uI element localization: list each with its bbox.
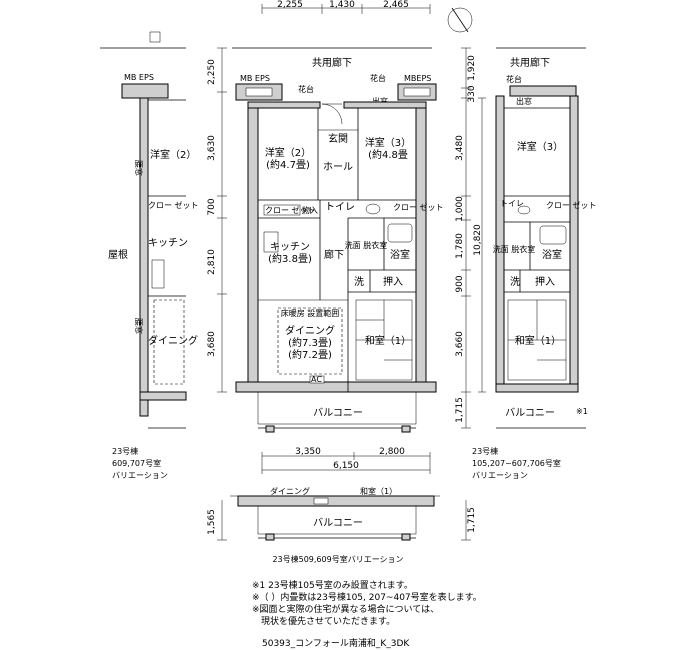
- main-dining-size1: (約7.3畳): [288, 336, 332, 349]
- north-arrow-icon: [447, 7, 473, 33]
- right-dim-3: 3,480: [455, 135, 465, 161]
- right-dim-5: 1,780: [455, 233, 465, 259]
- footnote-4: 現状を優先させていただきます。: [252, 617, 396, 627]
- top-dim-1: 2,255: [277, 0, 303, 10]
- footnote-2: ※（ ）内畳数は23号棟105, 207~407号室を表します。: [252, 593, 482, 603]
- main-washroom: 洗面 脱衣室: [345, 240, 388, 250]
- right-flower: 花台: [506, 74, 522, 84]
- right-caption1: 23号棟: [472, 446, 498, 456]
- right-dim-7: 3,660: [455, 331, 465, 357]
- left-variation-plan: MB EPS 洋室（2） 腰窓 クロー ゼット 屋根 キッチン 腰窓 ダイニング…: [100, 31, 199, 480]
- right-room: 洋室（3）: [517, 140, 563, 153]
- left-kitchen: キッチン: [148, 237, 188, 249]
- main-balcony: バルコニー: [313, 407, 363, 419]
- right-dim-4: 1,000: [455, 196, 465, 222]
- main-hall: ホール: [323, 161, 353, 173]
- right-closet: クロー ゼット: [546, 200, 597, 210]
- main-kitchen-size: (約3.8畳): [268, 252, 312, 265]
- right-wash: 洗: [510, 276, 520, 288]
- main-room3-size: (約4.8畳: [368, 148, 408, 161]
- left-kaishitsu-2: 腰窓: [134, 318, 144, 334]
- bottom-left-dim: 1,565: [207, 509, 217, 535]
- bottom-caption: 23号棟509,609号室バリエーション: [272, 554, 403, 564]
- left-mbeps: MB EPS: [124, 73, 154, 82]
- left-caption1: 23号棟: [112, 446, 138, 456]
- main-storage: 物入: [302, 205, 318, 215]
- top-dimension-line: 2,255 1,430 2,465: [261, 0, 431, 14]
- footer-code: 50393_コンフォール南浦和_K_3DK: [262, 639, 410, 649]
- main-hallway: 廊下: [324, 248, 344, 261]
- left-roof: 屋根: [108, 248, 128, 261]
- main-mbeps-left: MB EPS: [240, 74, 270, 83]
- right-caption2: 105,207~607,706号室: [472, 458, 561, 468]
- right-washroom: 洗面 脱衣室: [493, 244, 536, 254]
- bottom-variation-plan: ダイニング 和室（1） バルコニー 23号棟509,609号室バリエーション 1…: [207, 486, 477, 564]
- right-dim-8: 1,715: [455, 397, 465, 423]
- main-mbeps-right: MBEPS: [404, 74, 431, 83]
- main-dining: ダイニング: [285, 324, 335, 337]
- right-dimension-line: 1,920 330 3,480 1,000 1,780 900 3,660 1,…: [455, 47, 486, 429]
- bottom-dim-1: 3,350: [295, 447, 321, 457]
- right-dim-1: 1,920: [467, 55, 477, 81]
- main-ac: AC: [311, 375, 322, 384]
- main-floor-plan: 共用廊下 MB EPS MBEPS 花台 花台 出窓: [232, 47, 444, 433]
- left-dimension-line: 2,250 3,630 700 2,810 3,680: [207, 47, 227, 393]
- right-total-dim: 10,820: [473, 224, 483, 256]
- main-floor-heat: 床暖房 設置範囲: [281, 308, 340, 318]
- main-closet2: クロー ゼット: [393, 202, 444, 212]
- main-toilet: トイレ: [325, 202, 355, 213]
- main-entrance: 玄関: [328, 132, 348, 145]
- right-corridor: 共用廊下: [510, 56, 550, 69]
- left-dim-5: 3,680: [207, 331, 217, 357]
- main-kitchen: キッチン: [270, 241, 310, 253]
- right-variation-plan: 共用廊下 花台 出窓 洋室（3） トイレ クロー ゼット 洗面 脱衣室 浴室 洗…: [472, 47, 597, 480]
- left-dim-1: 2,250: [207, 59, 217, 85]
- right-washitsu: 和室（1）: [515, 334, 561, 347]
- main-wash: 洗: [354, 276, 364, 288]
- top-dim-3: 2,465: [383, 0, 409, 10]
- right-oshiire: 押入: [535, 275, 555, 288]
- main-room2-size: (約4.7畳): [266, 158, 310, 171]
- main-room3: 洋室（3）: [365, 136, 411, 149]
- left-kaishitsu-1: 腰窓: [134, 160, 144, 176]
- left-closet: クロー ゼット: [148, 200, 199, 210]
- right-window: 出窓: [516, 96, 532, 106]
- main-flower-left: 花台: [298, 84, 314, 94]
- right-balcony: バルコニー: [505, 407, 555, 419]
- right-note-mark: ※1: [576, 407, 588, 416]
- bottom-right-dim: 1,715: [467, 507, 477, 533]
- right-toilet: トイレ: [500, 199, 524, 208]
- main-dining-size2: (約7.2畳): [288, 348, 332, 361]
- left-dim-3: 700: [207, 198, 217, 215]
- main-washitsu: 和室（1）: [365, 334, 411, 347]
- main-flower-right: 花台: [370, 73, 386, 83]
- left-dining: ダイニング: [148, 334, 198, 347]
- left-caption3: バリエーション: [112, 471, 168, 480]
- right-caption3: バリエーション: [472, 471, 528, 480]
- bottom-total-dim: 6,150: [333, 461, 359, 471]
- bottom-dining: ダイニング: [270, 486, 310, 496]
- right-dim-2: 330: [467, 85, 477, 102]
- left-room: 洋室（2）: [150, 148, 196, 161]
- main-oshiire: 押入: [383, 275, 403, 288]
- left-caption2: 609,707号室: [112, 458, 161, 468]
- right-dim-6: 900: [455, 275, 465, 292]
- main-window: 出窓: [372, 96, 388, 106]
- main-closet: クロー ゼット: [265, 205, 316, 215]
- bottom-dimension-line: 3,350 2,800 6,150: [261, 447, 431, 474]
- footnote-3: ※図面と実際の住宅が異なる場合については、: [252, 605, 440, 615]
- footnote-1: ※1 23号棟105号室のみ設置されます。: [252, 581, 413, 591]
- left-dim-4: 2,810: [207, 249, 217, 275]
- left-dim-2: 3,630: [207, 135, 217, 161]
- bottom-balcony: バルコニー: [313, 517, 363, 529]
- bottom-dim-2: 2,800: [379, 447, 405, 457]
- main-bath: 浴室: [390, 248, 410, 261]
- top-dim-2: 1,430: [329, 0, 355, 10]
- main-room2: 洋室（2）: [265, 146, 311, 159]
- bottom-washitsu: 和室（1）: [360, 486, 397, 496]
- main-corridor-label: 共用廊下: [312, 56, 352, 69]
- right-bath: 浴室: [542, 248, 562, 261]
